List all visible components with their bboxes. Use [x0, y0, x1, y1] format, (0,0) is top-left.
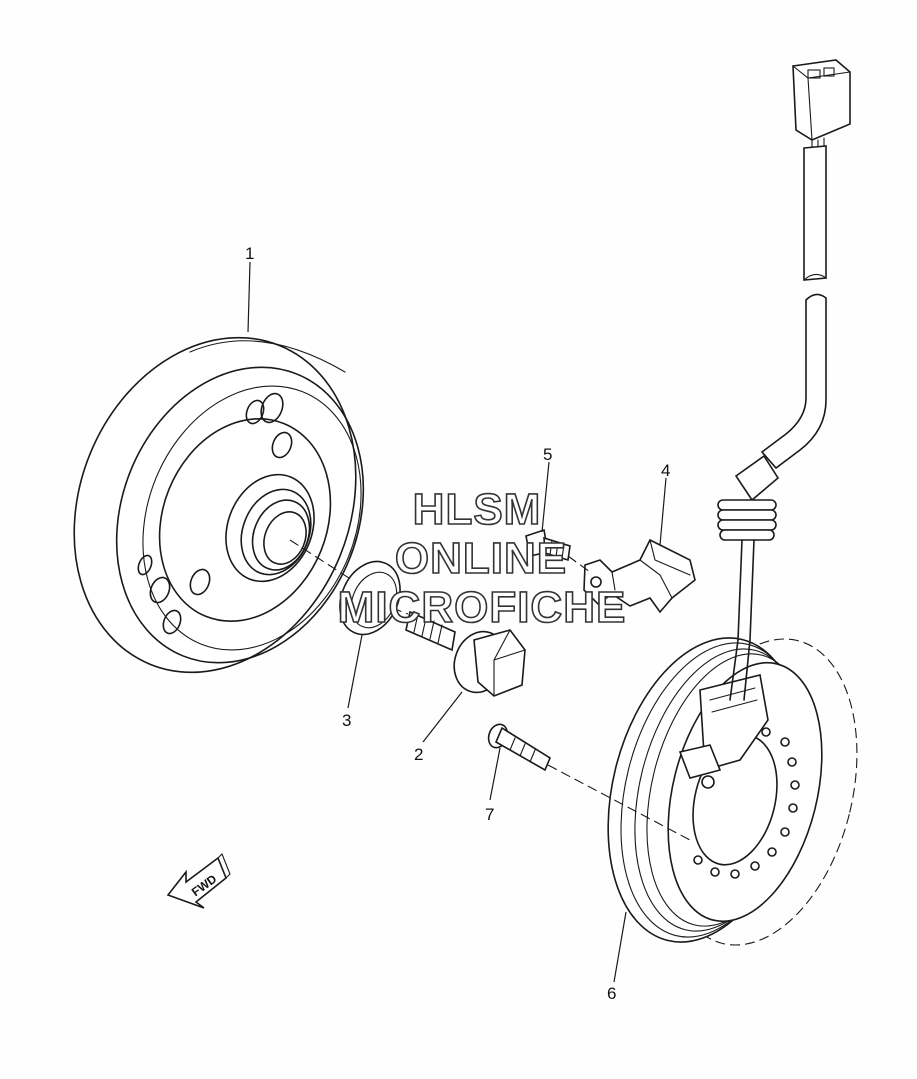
callout-3: 3 [342, 711, 351, 730]
watermark-line-3: MICROFICHE [338, 583, 627, 632]
part-4-bracket [583, 538, 696, 614]
callout-7: 7 [485, 805, 494, 824]
fwd-arrow-icon: FWD [166, 853, 231, 909]
part-2-bolt [405, 610, 526, 697]
callout-5: 5 [543, 445, 552, 464]
assembly-lines [289, 539, 691, 841]
watermark-line-2: ONLINE [395, 534, 567, 583]
callout-4: 4 [661, 461, 670, 480]
part-6-stator [607, 637, 858, 946]
callout-6: 6 [607, 984, 616, 1003]
wire-harness [717, 59, 851, 701]
callout-2: 2 [414, 745, 423, 764]
leader-lines [247, 261, 667, 983]
part-5-screw [525, 528, 571, 562]
callout-1: 1 [245, 244, 254, 263]
part-3-washer [339, 560, 401, 636]
watermark: HLSM ONLINE MICROFICHE [337, 484, 627, 633]
callout-labels: 1 2 3 4 5 6 7 [245, 244, 670, 1003]
part-7-screw [487, 723, 551, 772]
part-1-rotor [73, 336, 365, 674]
watermark-line-1: HLSM [413, 485, 542, 534]
